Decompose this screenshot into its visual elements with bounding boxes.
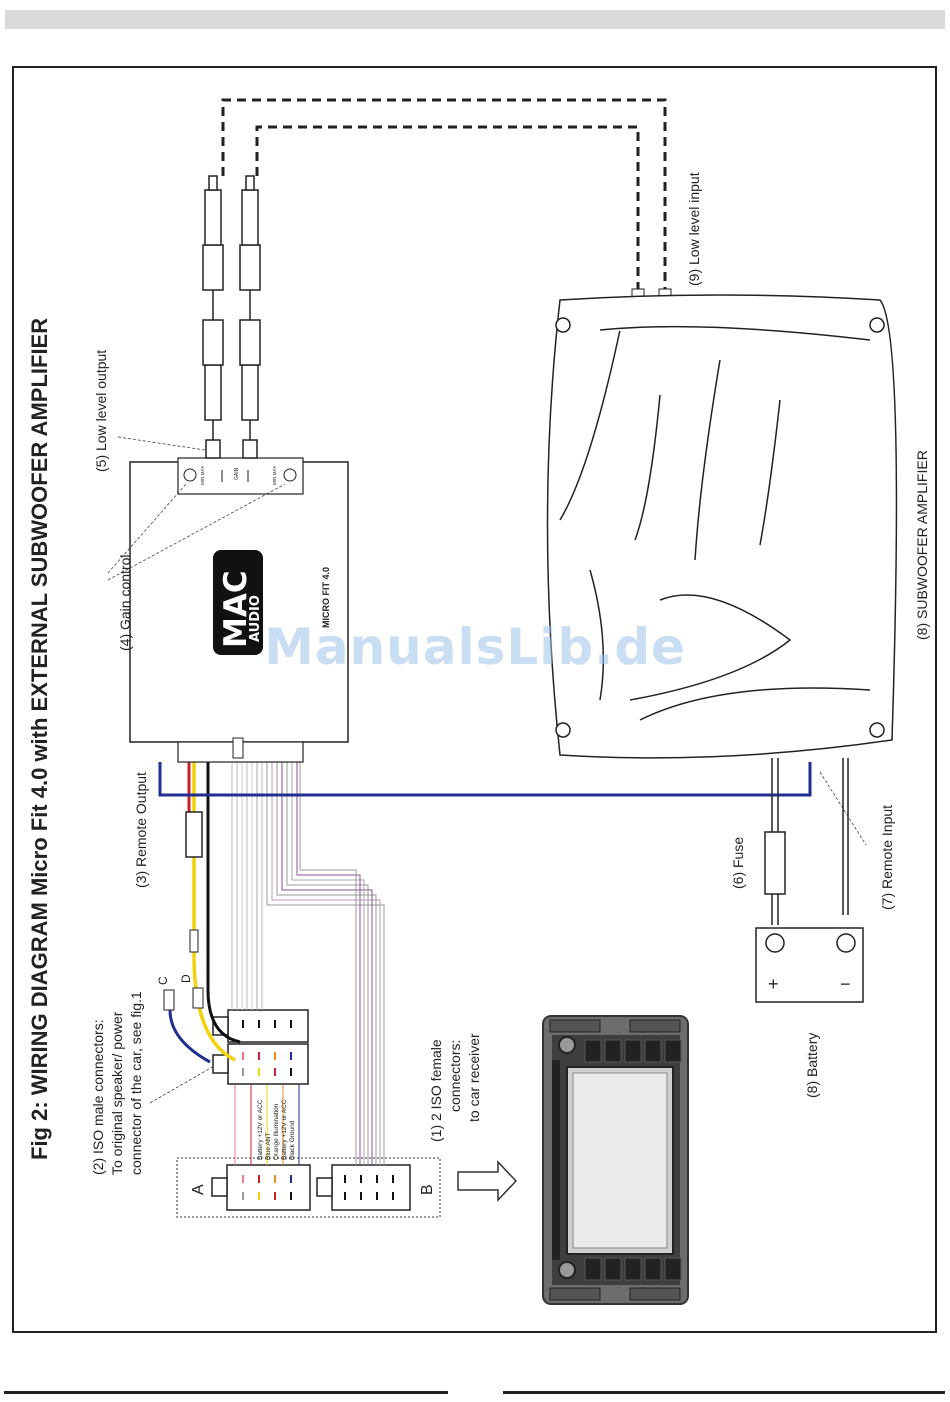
blue-remote-wire xyxy=(158,762,812,797)
label-iso-female-3: to car receiver xyxy=(466,1033,482,1122)
legend-item-2: Blue ANT xyxy=(265,1133,272,1160)
legend-item-4: Battery +12V or ACC xyxy=(281,1099,288,1160)
connector-b-label: B xyxy=(419,1184,436,1195)
footer-rule-left xyxy=(4,1391,448,1394)
label-iso-female-1: (1) 2 ISO female xyxy=(428,1039,444,1142)
wire-harness xyxy=(231,762,385,1165)
connector-a xyxy=(211,1164,311,1211)
label-battery: (8) Battery xyxy=(804,1033,820,1098)
label-iso-female-2: connectors: xyxy=(447,1040,463,1112)
subwoofer-amplifier xyxy=(546,294,898,759)
connector-c-label: C xyxy=(156,976,170,985)
panel-minmax-2: MIN MAX xyxy=(272,466,277,485)
label-iso-male-2: To original speaker/ power xyxy=(109,1011,125,1175)
connector-d-label: D xyxy=(179,974,193,983)
iso-male-connectors xyxy=(212,1009,309,1085)
logo-text-mac: MAC xyxy=(218,570,254,648)
label-subwoofer-amp: (8) SUBWOOFER AMPLIFIER xyxy=(914,450,930,640)
figure-frame xyxy=(12,66,937,1333)
dashed-rca-link xyxy=(221,98,667,290)
label-low-level-output: (5) Low level output xyxy=(93,350,109,472)
logo-text-audio: AUDIO xyxy=(248,595,263,642)
legend-item-1: Battery +12V or ACC xyxy=(257,1099,264,1160)
legend-item-3: Orange Illumination xyxy=(273,1103,280,1160)
panel-gain-label: GAIN xyxy=(234,467,240,480)
label-iso-male-3: connector of the car, see fig.1 xyxy=(128,991,144,1175)
wire-legend: Battery +12V or ACC Blue ANT Orange Illu… xyxy=(234,1085,300,1165)
black-wire xyxy=(206,762,241,1044)
rca-cables xyxy=(202,175,261,459)
mac-audio-logo xyxy=(213,550,263,655)
leader-lines xyxy=(107,436,867,1104)
power-lines xyxy=(764,758,849,925)
header-band xyxy=(5,10,945,29)
battery-plus: + xyxy=(768,974,779,994)
device-model: MICRO FIT 4.0 xyxy=(321,567,331,628)
connector-c-small xyxy=(189,929,199,953)
label-remote-output: (3) Remote Output xyxy=(133,772,149,888)
footer-rule-right xyxy=(503,1391,945,1394)
watermark: ManualsLib.de xyxy=(264,618,686,676)
battery: + − xyxy=(755,927,864,1003)
iso-female-box xyxy=(176,1157,441,1218)
connector-b xyxy=(316,1164,411,1211)
micro-fit-device: GAIN MIN MAX MIN MAX MAC AUDIO MICRO FIT… xyxy=(129,457,349,763)
inline-fuse xyxy=(185,811,203,858)
battery-minus: − xyxy=(840,974,851,994)
panel-minmax-1: MIN MAX xyxy=(200,466,205,485)
label-fuse: (6) Fuse xyxy=(730,837,746,889)
yellow-wire xyxy=(192,762,236,1062)
diagram-title: Fig 2: WIRING DIAGRAM Micro Fit 4.0 with… xyxy=(27,318,52,1160)
label-iso-male-1: (2) ISO male connectors: xyxy=(90,1019,106,1175)
connector-a-label: A xyxy=(190,1184,207,1195)
label-gain-control: (4) Gain control xyxy=(117,555,133,651)
label-remote-input: (7) Remote Input xyxy=(879,805,895,910)
arrow-to-receiver xyxy=(457,1160,518,1202)
legend-item-5: Black Ground xyxy=(289,1120,296,1160)
label-low-level-input: (9) Low level input xyxy=(686,172,702,286)
car-receiver xyxy=(542,1015,689,1305)
